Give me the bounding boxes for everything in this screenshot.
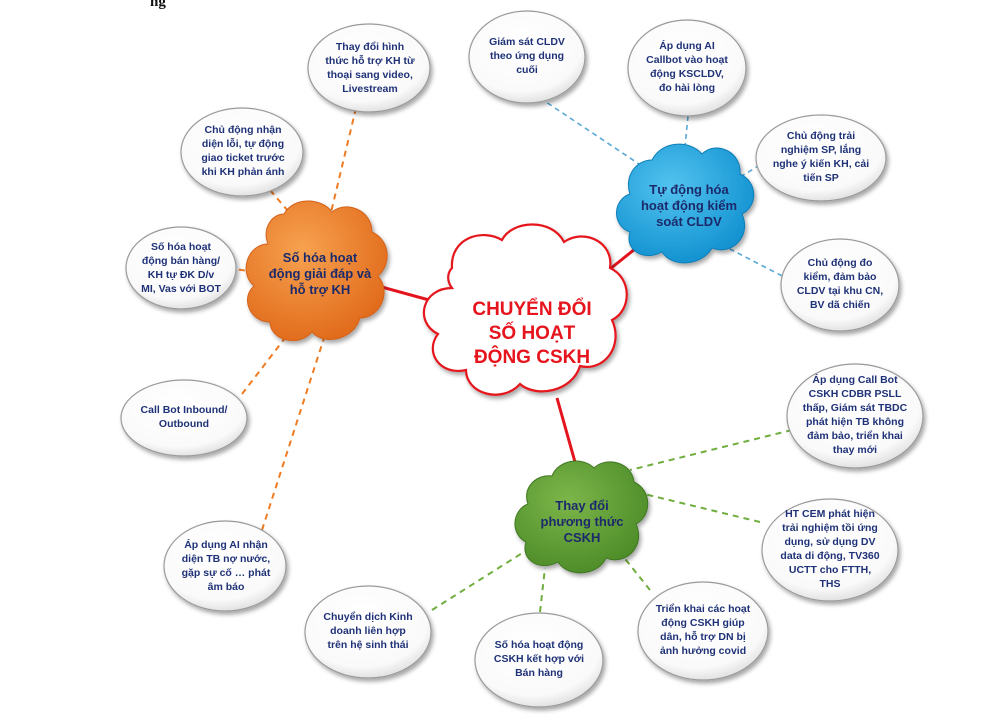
cropped-heading-text: ng: [150, 0, 166, 10]
connector-green-2: [635, 491, 761, 523]
connector-green-4: [539, 567, 546, 613]
connector-blue-4: [727, 247, 791, 281]
bubble-orange-5-text: Áp dụng AI nhận diện TB nợ nước, gặp sự …: [181, 539, 271, 593]
branch-green-label: Thay đổi phương thức CSKH: [540, 497, 624, 546]
bubble-orange-3: [125, 226, 237, 310]
connector-orange-5: [261, 334, 326, 531]
bubble-orange-1-text: Thay đổi hình thức hỗ trợ KH từ thoại sa…: [325, 41, 415, 95]
connector-blue-1: [539, 97, 649, 171]
connector-center-green: [555, 397, 577, 463]
bubble-green-2-text: HT CEM phát hiện trải nghiệm tồi ứng dụn…: [780, 508, 880, 590]
cloud-blue: [616, 143, 755, 264]
branch-blue-label: Tự động hóa hoạt động kiểm soát CLDV: [640, 181, 738, 230]
connector-green-1: [629, 429, 793, 471]
connector-orange-4: [241, 324, 296, 395]
center-cloud-label: CHUYỂN ĐỔI SỐ HOẠT ĐỘNG CSKH: [472, 299, 592, 368]
bubble-orange-5: [163, 520, 287, 612]
bubble-orange-4: [120, 379, 248, 457]
bubble-orange-2: [180, 107, 304, 197]
connector-green-5: [431, 544, 536, 611]
bubble-orange-3-text: Số hóa hoạt động bán hàng/ KH tự ĐK D/v …: [141, 241, 221, 295]
cloud-green: [514, 460, 649, 574]
connector-orange-1: [327, 107, 357, 226]
bubble-blue-3: [755, 114, 887, 202]
bubble-orange-2-text: Chủ động nhận diện lỗi, tự động giao tic…: [201, 124, 285, 178]
cloud-orange: [245, 200, 388, 342]
bubble-green-4-text: Số hóa hoạt động CSKH kết hợp với Bán hà…: [493, 639, 585, 679]
bubble-green-3-text: Triển khai các hoạt động CSKH giúp dân, …: [655, 603, 751, 657]
bubble-green-4: [474, 612, 604, 708]
bubble-green-1-text: Áp dụng Call Bot CSKH CDBR PSLL thấp, Gi…: [802, 374, 908, 456]
bubble-blue-2: [627, 19, 747, 117]
idea-bubbles: [120, 10, 924, 708]
bubble-orange-4-text: Call Bot Inbound/ Outbound: [140, 404, 228, 430]
bubble-blue-3-text: Chủ động trải nghiệm SP, lắng nghe ý kiế…: [772, 130, 870, 184]
central-cloud: [422, 223, 628, 396]
connector-green-3: [621, 554, 651, 591]
bubble-green-5: [304, 585, 432, 679]
central-cloud-shape: [422, 223, 628, 396]
branch-clouds: [245, 143, 755, 574]
bubble-green-3: [637, 581, 769, 681]
bubble-blue-2-text: Áp dụng AI Callbot vào hoạt động KSCLDV,…: [646, 40, 728, 94]
connector-blue-2: [684, 115, 689, 148]
branch-orange-label: Số hóa hoạt động giải đáp và hỗ trợ KH: [268, 249, 372, 298]
bubble-green-1: [786, 363, 924, 469]
bubble-blue-4: [780, 238, 900, 332]
bubble-orange-1: [307, 23, 431, 113]
bubble-blue-4-text: Chủ động đo kiểm, đảm bảo CLDV tại khu C…: [796, 257, 884, 311]
bubble-blue-1-text: Giám sát CLDV theo ứng dụng cuối: [489, 36, 565, 76]
bubble-green-2: [761, 498, 899, 602]
bubble-green-5-text: Chuyển dịch Kinh doanh liên hợp trên hệ …: [323, 611, 413, 651]
bubble-blue-1: [468, 10, 586, 104]
